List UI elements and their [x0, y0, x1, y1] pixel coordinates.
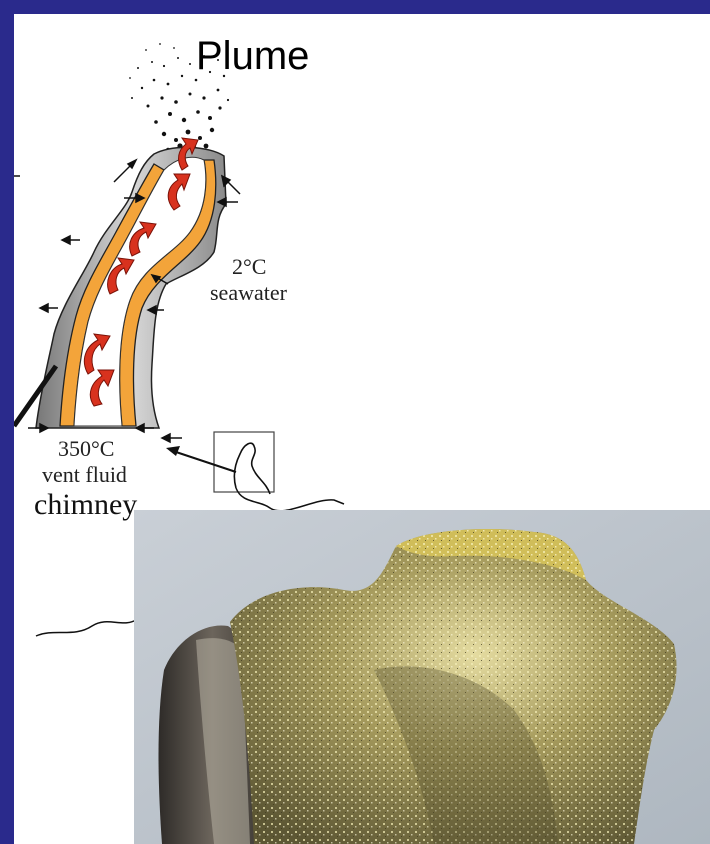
vent-temperature-label: 350°C: [58, 436, 114, 462]
zoom-box-icon: [214, 432, 274, 492]
slide-canvas: Plume 2°C seawater 350°C vent fluid chim…: [14, 14, 710, 844]
chimney-label: chimney: [34, 488, 137, 522]
plume-title: Plume: [196, 36, 309, 76]
vent-fluid-label: vent fluid: [42, 462, 127, 488]
mini-chimney: [234, 443, 270, 494]
seawater-label: seawater: [210, 280, 287, 306]
arrow-to-chimney: [170, 450, 236, 472]
seafloor-line-lower: [36, 620, 136, 636]
arrowhead-to-chimney: [166, 446, 180, 456]
chimney-specimen-photo: [134, 510, 710, 844]
seawater-temperature-label: 2°C: [232, 254, 266, 280]
